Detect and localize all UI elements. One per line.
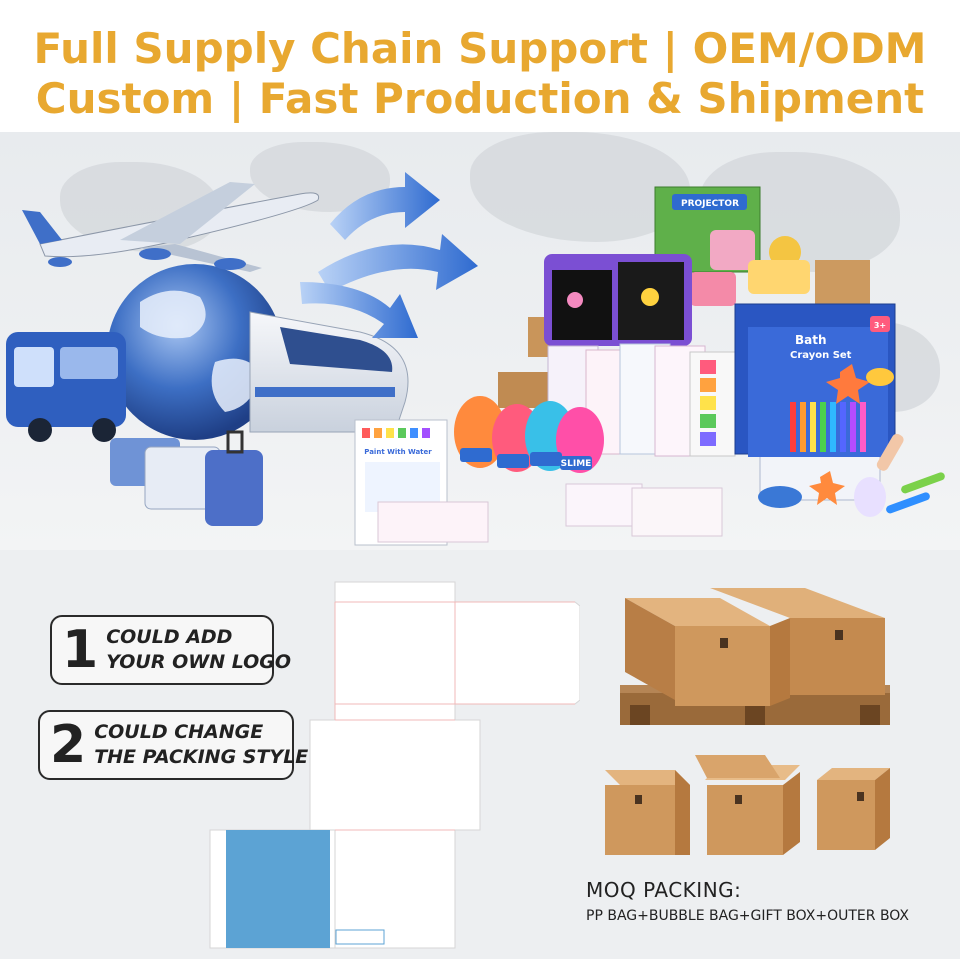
feature-add-logo: 1 COULD ADD YOUR OWN LOGO — [50, 615, 291, 685]
world-map-shape — [470, 132, 690, 242]
feature-line: YOUR OWN LOGO — [106, 651, 292, 673]
feature-line: THE PACKING STYLE — [94, 746, 309, 768]
feature-number: 2 — [50, 715, 87, 775]
svg-text:Paint With Water: Paint With Water — [364, 448, 432, 456]
feature-number: 1 — [62, 620, 99, 680]
arrow-icon — [330, 172, 440, 240]
feature-line: COULD CHANGE — [94, 721, 264, 743]
svg-text:PROJECTOR: PROJECTOR — [681, 199, 739, 209]
paint-with-water-book: Paint With Water — [354, 419, 723, 546]
carton-small-3 — [817, 768, 890, 850]
train-icon — [249, 311, 409, 433]
bus-icon — [6, 332, 126, 442]
carton-small-open — [695, 755, 800, 855]
cartons-graphic — [605, 588, 890, 855]
box-panel-blue — [226, 830, 330, 948]
shipping-box — [498, 372, 550, 408]
scratch-book — [544, 254, 692, 346]
feature-text: COULD CHANGE THE PACKING STYLE — [94, 720, 308, 770]
svg-text:Crayon Set: Crayon Set — [790, 350, 852, 361]
svg-text:SLIME: SLIME — [561, 459, 592, 469]
box-dieline — [209, 581, 580, 949]
feature-line: COULD ADD — [106, 626, 233, 648]
coloring-books — [547, 343, 736, 457]
bath-crayon-set: Bath Crayon Set 3+ — [734, 303, 896, 501]
moq-title: MOQ PACKING: — [586, 878, 742, 902]
carton-stack — [625, 588, 885, 706]
svg-text:Bath: Bath — [795, 333, 827, 347]
arrow-icon — [300, 282, 418, 338]
luggage-icon — [110, 430, 263, 526]
headline-line-2: Custom | Fast Production & Shipment — [35, 74, 925, 123]
svg-text:3+: 3+ — [874, 321, 886, 330]
bath-toys — [758, 433, 945, 517]
feature-text: COULD ADD YOUR OWN LOGO — [106, 625, 291, 675]
transport-graphic: PROJECTOR — [6, 172, 945, 546]
arrow-icon — [318, 234, 478, 292]
packing-section: 1 COULD ADD YOUR OWN LOGO 2 COULD CHANGE… — [0, 550, 960, 959]
logistics-illustration: PROJECTOR — [0, 132, 960, 550]
airplane-icon — [22, 182, 320, 272]
feature-change-packing: 2 COULD CHANGE THE PACKING STYLE — [38, 710, 308, 780]
shipping-arrows — [300, 172, 478, 338]
headline-line-1: Full Supply Chain Support | OEM/ODM — [33, 24, 927, 73]
slime-eggs: SLIME — [454, 396, 604, 473]
shipping-box — [815, 260, 870, 305]
page-header: Full Supply Chain Support | OEM/ODM Cust… — [0, 0, 960, 132]
carton-small-1 — [605, 770, 690, 855]
moq-description: PP BAG+BUBBLE BAG+GIFT BOX+OUTER BOX — [586, 908, 910, 924]
